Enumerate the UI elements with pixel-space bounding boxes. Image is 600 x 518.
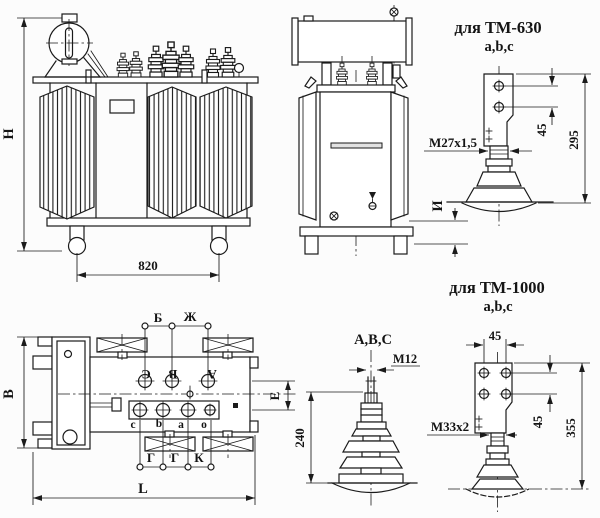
tm1000-hole-pitch-side-label: 45 <box>531 416 545 429</box>
breather-valve <box>389 7 399 22</box>
hv-thread-label: М12 <box>393 352 417 366</box>
side-view-transformer: И <box>291 5 468 257</box>
dim-820: 820 <box>76 253 220 282</box>
callout-m33: М33х2 <box>427 419 517 438</box>
hv-phase-positions: С В А <box>135 367 218 391</box>
dim-45-tm630: 45 <box>505 68 558 137</box>
plan-width-dim-label: В <box>1 389 17 399</box>
points-bottom: Г Г К <box>136 420 215 471</box>
tm1000-hole-pitch-top-label: 45 <box>489 329 502 343</box>
side-skid-dim-label: И <box>430 200 446 212</box>
radiators-side <box>298 91 409 221</box>
plan-view-transformer: В <box>1 309 296 505</box>
plan-point-k-label: К <box>194 450 204 465</box>
insulator-skirts <box>446 171 554 212</box>
tm630-thread-label: М27х1,5 <box>429 135 478 150</box>
tm1000-title: для ТМ-1000 <box>449 278 545 297</box>
terminal-holes <box>477 366 513 401</box>
tank-side <box>319 91 392 228</box>
plan-offset-dim-label: Е <box>267 392 282 401</box>
plan-terminal-o-label: o <box>201 419 207 431</box>
cover-bushings <box>116 41 236 78</box>
tm630-title: для ТМ-630 <box>454 18 541 37</box>
plan-phase-a-label: А <box>207 367 217 382</box>
callout-m27: М27х1,5 <box>424 135 532 154</box>
tm1000-thread-label: М33х2 <box>431 419 469 434</box>
hv-height-label: 240 <box>292 428 307 448</box>
plan-terminal-a-label: a <box>178 419 184 431</box>
tm1000-variant: a,b,c <box>484 299 514 315</box>
dim-45-side: 45 <box>512 355 557 428</box>
plan-phase-v-label: В <box>168 367 177 382</box>
detail-tm1000-bushing: для ТМ-1000 a,b,c 45 <box>427 278 590 512</box>
plan-phase-c-label: С <box>141 367 150 382</box>
radiators-plan <box>96 334 254 458</box>
terminal-flag <box>474 362 513 434</box>
handle-slot <box>330 142 383 149</box>
weld-marks <box>475 415 483 431</box>
dim-L: L <box>32 435 256 505</box>
callout-m12: М12 <box>349 352 420 373</box>
drive-rod <box>89 397 122 412</box>
weld-marks <box>485 127 493 143</box>
threaded-stem <box>485 145 513 173</box>
conservator-side <box>291 7 413 66</box>
tm630-variant: a,b,c <box>485 39 515 55</box>
plan-terminal-b-label: b <box>156 418 162 430</box>
plan-point-g1-label: Г <box>147 450 155 465</box>
tm630-height-label: 295 <box>566 130 581 150</box>
lifting-lug-right <box>395 76 408 89</box>
ground-terminal <box>233 403 238 408</box>
plan-point-g2-label: Г <box>171 450 179 465</box>
tm630-hole-pitch-label: 45 <box>534 123 549 137</box>
dim-H: H <box>1 17 62 252</box>
thermometer-gauge <box>233 62 245 78</box>
lifting-lug-left <box>304 76 317 89</box>
points-top: Б Ж <box>141 309 212 374</box>
front-width-dim-label: 820 <box>138 258 158 273</box>
tank-cover <box>32 76 259 84</box>
detail-tm630-bushing: для ТМ-630 a,b,c <box>424 18 591 226</box>
plan-length-dim-label: L <box>138 481 148 497</box>
expansion-tank <box>43 13 109 78</box>
dim-355: 355 <box>514 362 590 489</box>
dim-I: И <box>409 200 468 257</box>
hv-title: А,В,С <box>354 332 392 348</box>
plan-terminal-c-label: c <box>130 419 135 431</box>
plan-point-zh-label: Ж <box>184 309 197 324</box>
front-view-transformer: H <box>1 13 259 282</box>
drain-valve <box>329 192 377 221</box>
plan-point-b-label: Б <box>154 310 163 325</box>
insulator-skirts <box>465 464 530 498</box>
terminal-holes <box>492 79 506 114</box>
front-height-dim-label: H <box>1 128 17 140</box>
dim-240: 240 <box>292 391 363 484</box>
detail-hv-bushing: А,В,С М12 <box>292 332 420 508</box>
wheels-front <box>67 225 229 256</box>
dim-E: Е <box>252 380 295 411</box>
dim-45-top: 45 <box>466 329 524 366</box>
rating-plate <box>109 99 135 114</box>
radiators-front <box>39 85 253 220</box>
base-skids <box>299 226 414 255</box>
lv-terminal-block: c b a o <box>128 400 220 431</box>
threaded-stem <box>485 432 510 466</box>
conservator-plan <box>32 336 91 450</box>
tm1000-height-label: 355 <box>563 418 578 438</box>
hv-bushing-body <box>327 376 418 494</box>
oil-level-gauge <box>64 27 74 59</box>
dim-295: 295 <box>516 73 591 204</box>
